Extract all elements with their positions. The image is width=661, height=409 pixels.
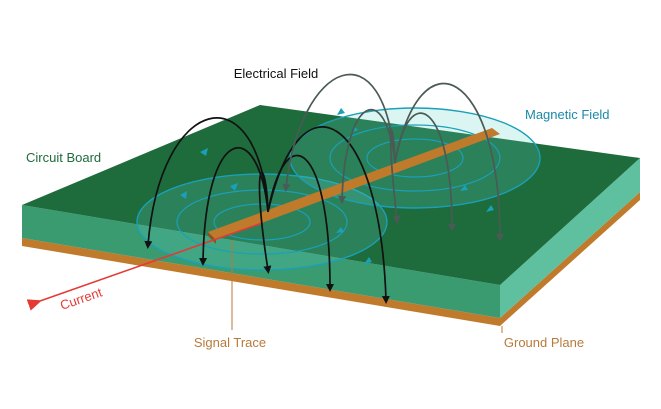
ground-plane-label: Ground Plane <box>504 335 584 350</box>
board-front-face <box>22 205 500 318</box>
signal-trace-label: Signal Trace <box>194 335 266 350</box>
electric-field-lines <box>144 73 504 304</box>
circuit-board-label: Circuit Board <box>26 150 101 165</box>
ground-plane <box>22 192 640 326</box>
magnetic-field-label: Magnetic Field <box>525 107 610 122</box>
current-arrow <box>26 222 263 311</box>
current-label: Current <box>58 284 104 312</box>
signal-trace <box>208 128 500 244</box>
electrical-field-label: Electrical Field <box>234 66 319 81</box>
board-side-face <box>500 158 640 318</box>
